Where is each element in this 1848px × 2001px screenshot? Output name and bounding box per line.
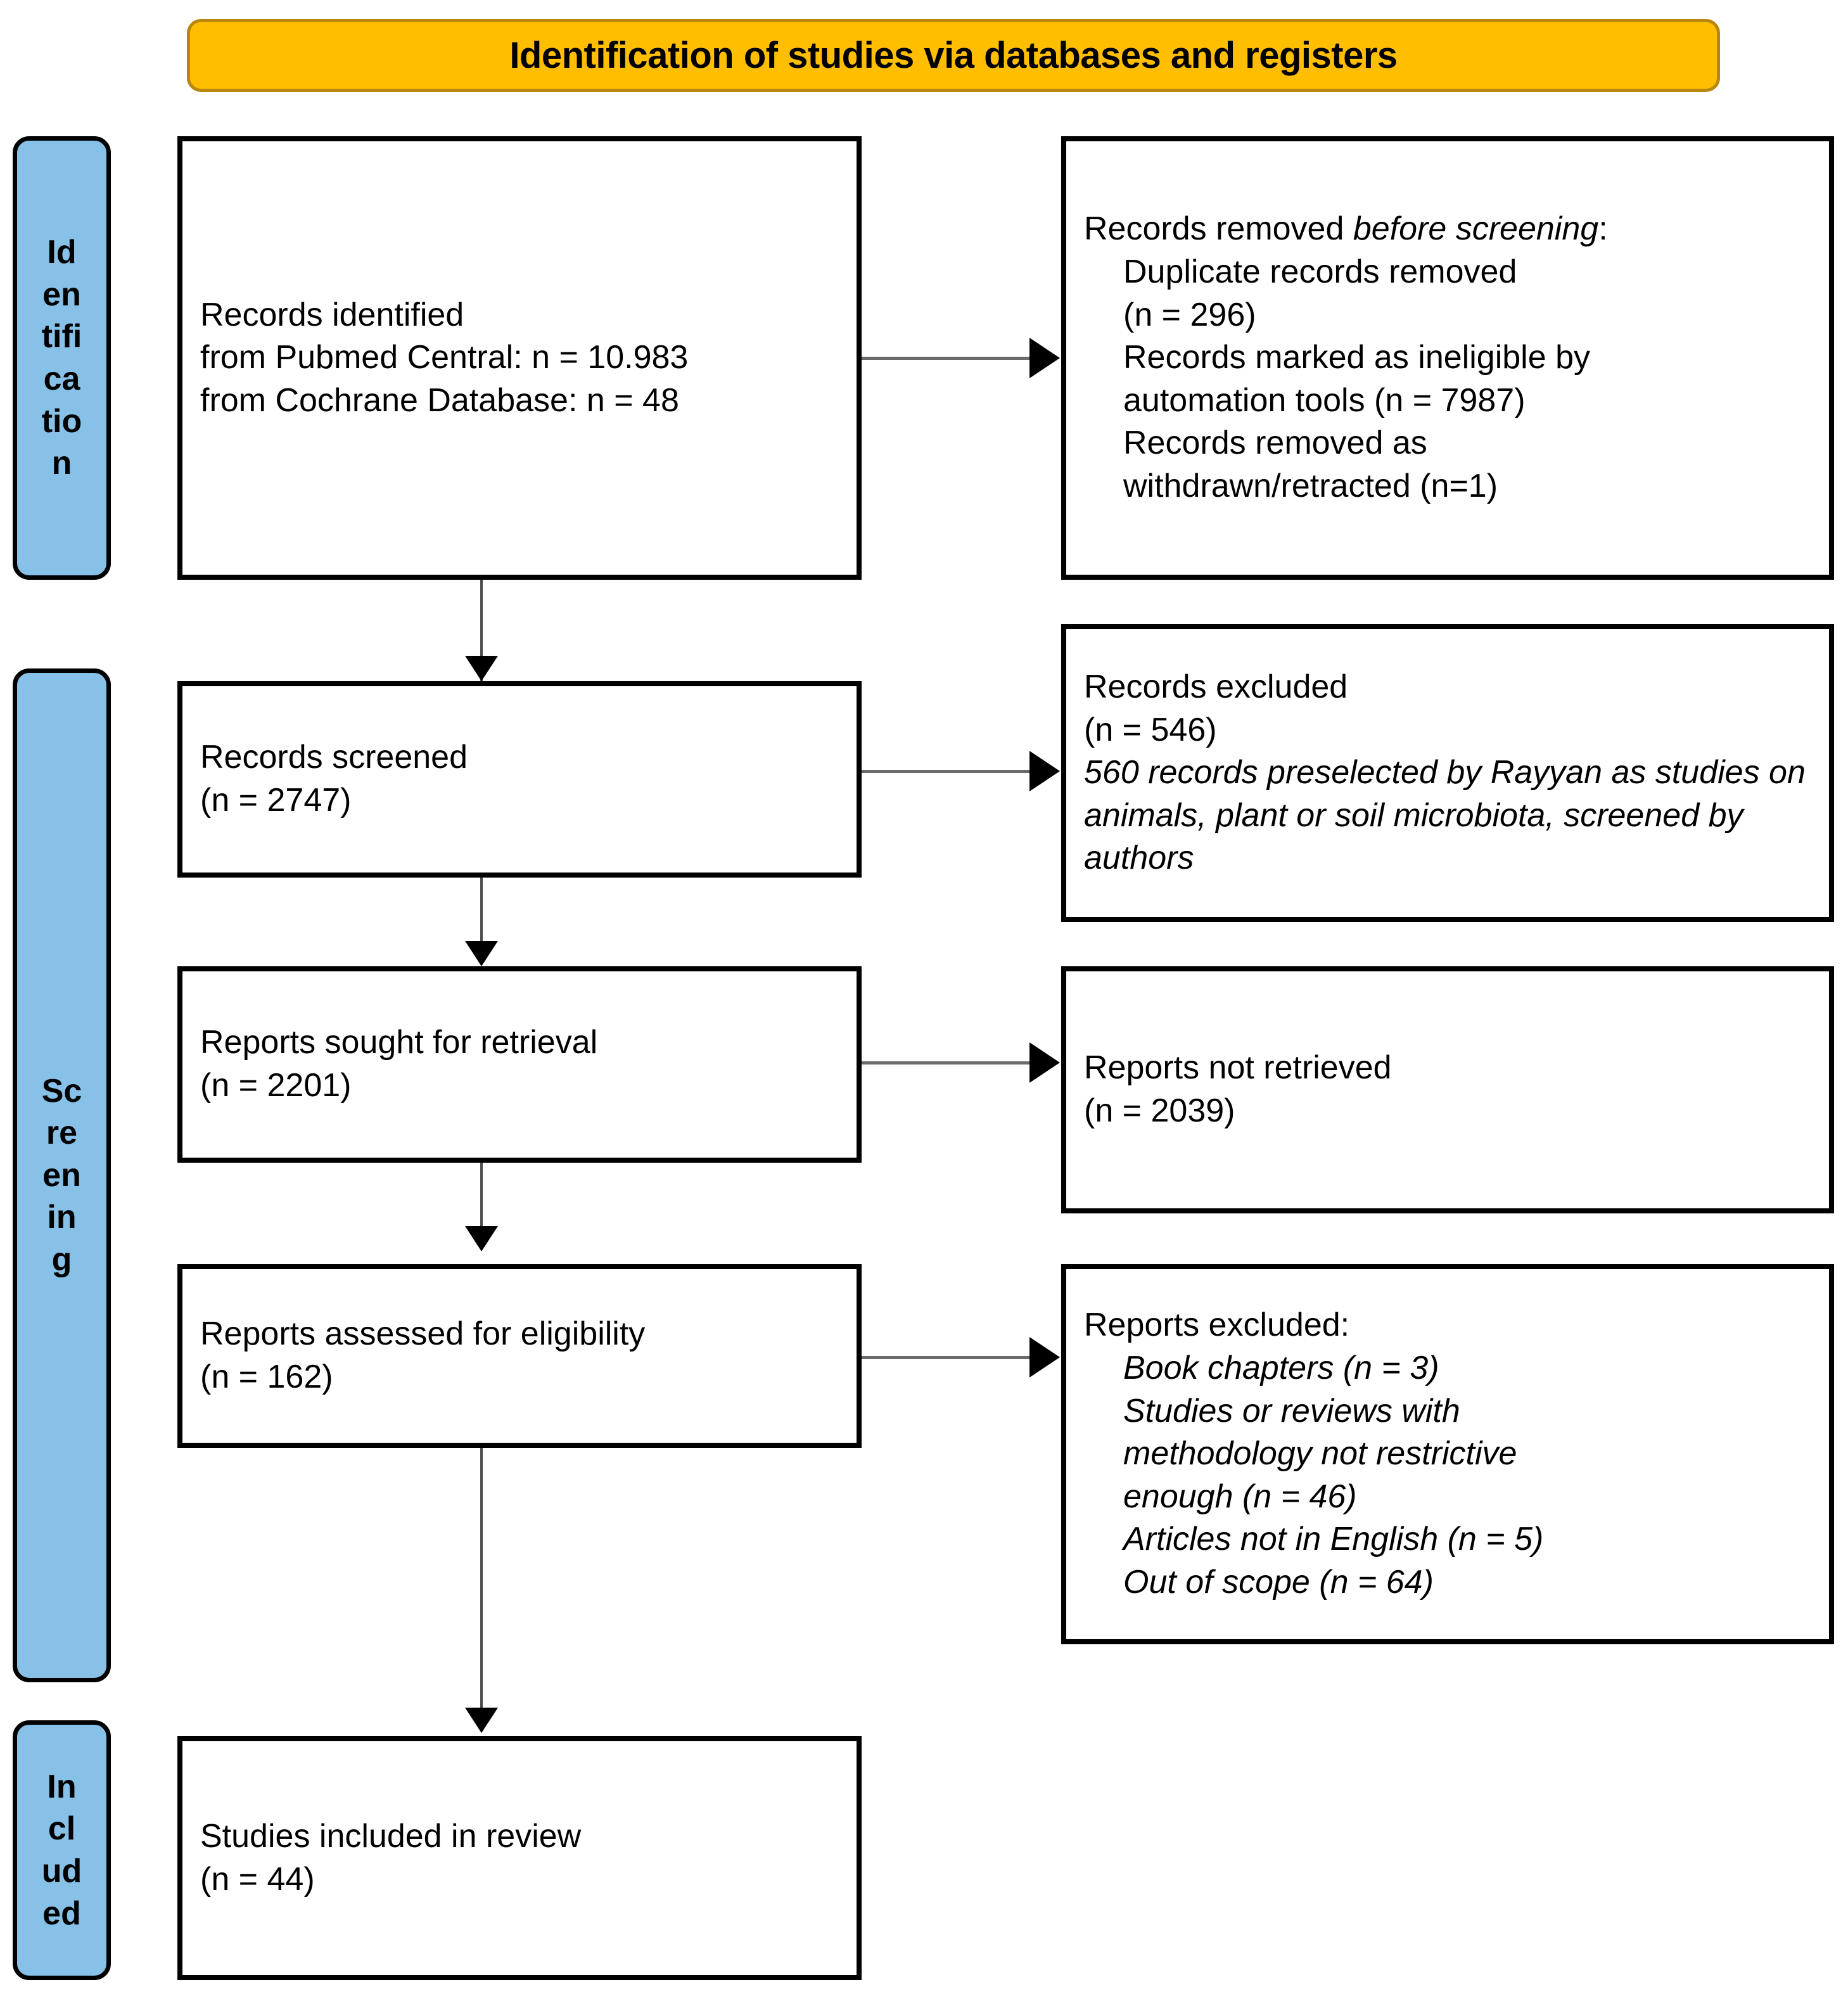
box-line: Records removed as xyxy=(1123,425,1427,462)
stage-line: re xyxy=(46,1115,78,1152)
box-line: (n = 162) xyxy=(200,1359,333,1395)
box-reports-assessed: Reports assessed for eligibility (n = 16… xyxy=(177,1264,862,1448)
arrow-line-identified-to-removed xyxy=(862,357,1031,360)
box-line: (n = 2039) xyxy=(1084,1092,1235,1129)
box-line: (n = 2747) xyxy=(200,782,352,819)
stage-line: n xyxy=(51,445,72,482)
box-records-removed: Records removed before screening: Duplic… xyxy=(1061,136,1834,580)
arrow-head-assessed-to-included xyxy=(465,1708,498,1733)
stage-line: en xyxy=(42,276,81,313)
stage-line: ed xyxy=(42,1895,81,1932)
box-line: Records marked as ineligible by xyxy=(1123,339,1591,376)
stage-label-screening: Sc re en in g xyxy=(13,668,111,1682)
arrow-line-assessed-to-excluded xyxy=(862,1356,1031,1359)
stage-line: in xyxy=(47,1199,77,1236)
box-reports-not-retrieved: Reports not retrieved (n = 2039) xyxy=(1061,966,1834,1213)
box-studies-included: Studies included in review (n = 44) xyxy=(177,1736,862,1980)
box-line: Studies or reviews with xyxy=(1123,1392,1460,1429)
arrow-head-identified-to-screened xyxy=(465,656,498,681)
box-line: Records screened xyxy=(200,739,468,776)
stage-line: Id xyxy=(47,234,77,271)
box-line: Reports sought for retrieval xyxy=(200,1024,598,1061)
stage-line: cl xyxy=(48,1810,76,1848)
arrow-line-identified-to-screened xyxy=(480,580,483,681)
arrow-line-sought-to-notretrieved xyxy=(862,1061,1031,1064)
stage-label-identification: Id en tifi ca tio n xyxy=(13,136,111,580)
heading-plain: Records removed xyxy=(1084,210,1353,248)
box-line: (n = 296) xyxy=(1123,296,1256,333)
box-line: (n = 44) xyxy=(200,1860,315,1898)
box-line: Out of scope (n = 64) xyxy=(1123,1563,1434,1601)
box-line: Articles not in English (n = 5) xyxy=(1123,1521,1544,1558)
arrow-line-screened-to-sought xyxy=(480,878,483,960)
stage-line: en xyxy=(42,1156,81,1194)
box-line: methodology not restrictive xyxy=(1123,1435,1517,1473)
box-line: (n = 546) xyxy=(1084,711,1217,748)
box-line: enough (n = 46) xyxy=(1123,1478,1357,1515)
box-line: from Pubmed Central: n = 10.983 xyxy=(200,339,689,376)
diagram-title: Identification of studies via databases … xyxy=(509,35,1398,76)
stage-line: Sc xyxy=(41,1072,82,1109)
box-line: automation tools (n = 7987) xyxy=(1123,381,1526,419)
diagram-title-banner: Identification of studies via databases … xyxy=(187,19,1720,92)
stage-label-included: In cl ud ed xyxy=(13,1720,111,1980)
stage-line: tio xyxy=(41,402,82,440)
arrow-head-sought-to-notretrieved xyxy=(1029,1042,1060,1083)
heading-italic: before screening xyxy=(1353,210,1599,248)
box-line: withdrawn/retracted (n=1) xyxy=(1123,467,1498,504)
box-line: from Cochrane Database: n = 48 xyxy=(200,381,679,419)
arrow-head-assessed-to-excluded xyxy=(1029,1337,1060,1378)
arrow-line-screened-to-excluded xyxy=(862,770,1031,773)
arrow-head-sought-to-assessed xyxy=(465,1226,498,1251)
stage-line: In xyxy=(47,1768,77,1805)
heading-tail: : xyxy=(1598,210,1608,248)
box-reports-sought: Reports sought for retrieval (n = 2201) xyxy=(177,966,862,1163)
arrow-head-screened-to-sought xyxy=(465,941,498,966)
arrow-head-identified-to-removed xyxy=(1029,338,1060,378)
stage-line: tifi xyxy=(41,318,82,355)
box-line: Reports assessed for eligibility xyxy=(200,1315,646,1353)
box-line: Records excluded xyxy=(1084,668,1348,706)
box-records-excluded: Records excluded (n = 546) 560 records p… xyxy=(1061,624,1834,922)
box-heading: Records removed before screening: xyxy=(1084,208,1811,251)
stage-line: ud xyxy=(41,1853,82,1889)
box-line: Reports not retrieved xyxy=(1084,1049,1392,1087)
box-records-identified: Records identified from Pubmed Central: … xyxy=(177,136,862,580)
stage-line: g xyxy=(51,1241,72,1278)
arrow-line-assessed-to-included xyxy=(480,1448,483,1727)
box-line: Records identified xyxy=(200,296,464,333)
box-line: (n = 2201) xyxy=(200,1067,352,1104)
box-line: Book chapters (n = 3) xyxy=(1123,1350,1439,1387)
box-heading: Reports excluded: xyxy=(1084,1307,1350,1344)
stage-line: ca xyxy=(43,361,80,397)
arrow-line-sought-to-assessed xyxy=(480,1163,483,1242)
box-line: Studies included in review xyxy=(200,1817,582,1855)
box-records-screened: Records screened (n = 2747) xyxy=(177,681,862,878)
box-line: Duplicate records removed xyxy=(1123,253,1517,291)
arrow-head-screened-to-excluded xyxy=(1029,751,1060,791)
box-note: 560 records preselected by Rayyan as stu… xyxy=(1084,754,1806,877)
box-reports-excluded: Reports excluded: Book chapters (n = 3) … xyxy=(1061,1264,1834,1644)
